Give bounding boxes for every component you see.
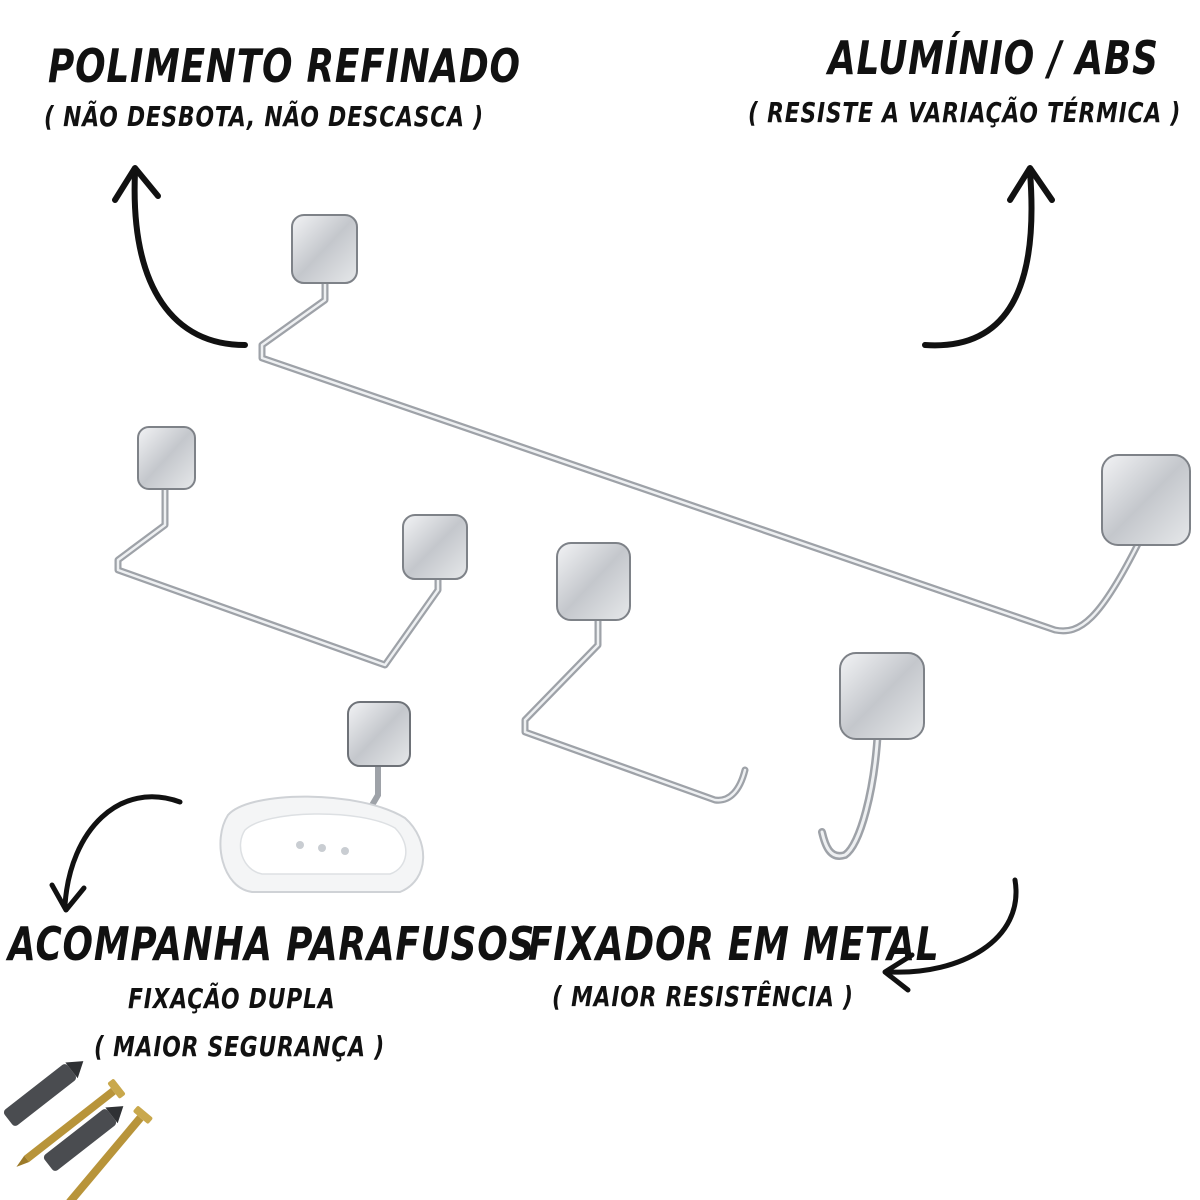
polimento-title: POLIMENTO REFINADO bbox=[48, 39, 521, 93]
arrow-aluminio bbox=[922, 165, 1055, 349]
arrow-parafusos bbox=[49, 794, 183, 913]
aluminio-title: ALUMÍNIO / ABS bbox=[828, 31, 1159, 85]
fixador-title: FIXADOR EM METAL bbox=[528, 917, 940, 971]
arrow-fixador bbox=[882, 877, 1019, 993]
parafusos-title: ACOMPANHA PARAFUSOS bbox=[8, 917, 536, 971]
parafusos-line3: ( MAIOR SEGURANÇA ) bbox=[94, 1030, 385, 1063]
fixador-subtitle: ( MAIOR RESISTÊNCIA ) bbox=[552, 980, 854, 1013]
robe-hook bbox=[818, 652, 925, 860]
parafusos-line2: FIXAÇÃO DUPLA bbox=[128, 982, 336, 1015]
paper-holder bbox=[521, 542, 749, 804]
polimento-subtitle: ( NÃO DESBOTA, NÃO DESCASCA ) bbox=[44, 100, 484, 133]
small-towel-bar bbox=[114, 426, 468, 669]
arrow-polimento bbox=[112, 165, 248, 348]
soap-dish bbox=[219, 701, 425, 893]
long-towel-bar bbox=[258, 214, 1191, 635]
aluminio-subtitle: ( RESISTE A VARIAÇÃO TÉRMICA ) bbox=[748, 96, 1182, 129]
screws-and-anchors bbox=[3, 1061, 153, 1200]
